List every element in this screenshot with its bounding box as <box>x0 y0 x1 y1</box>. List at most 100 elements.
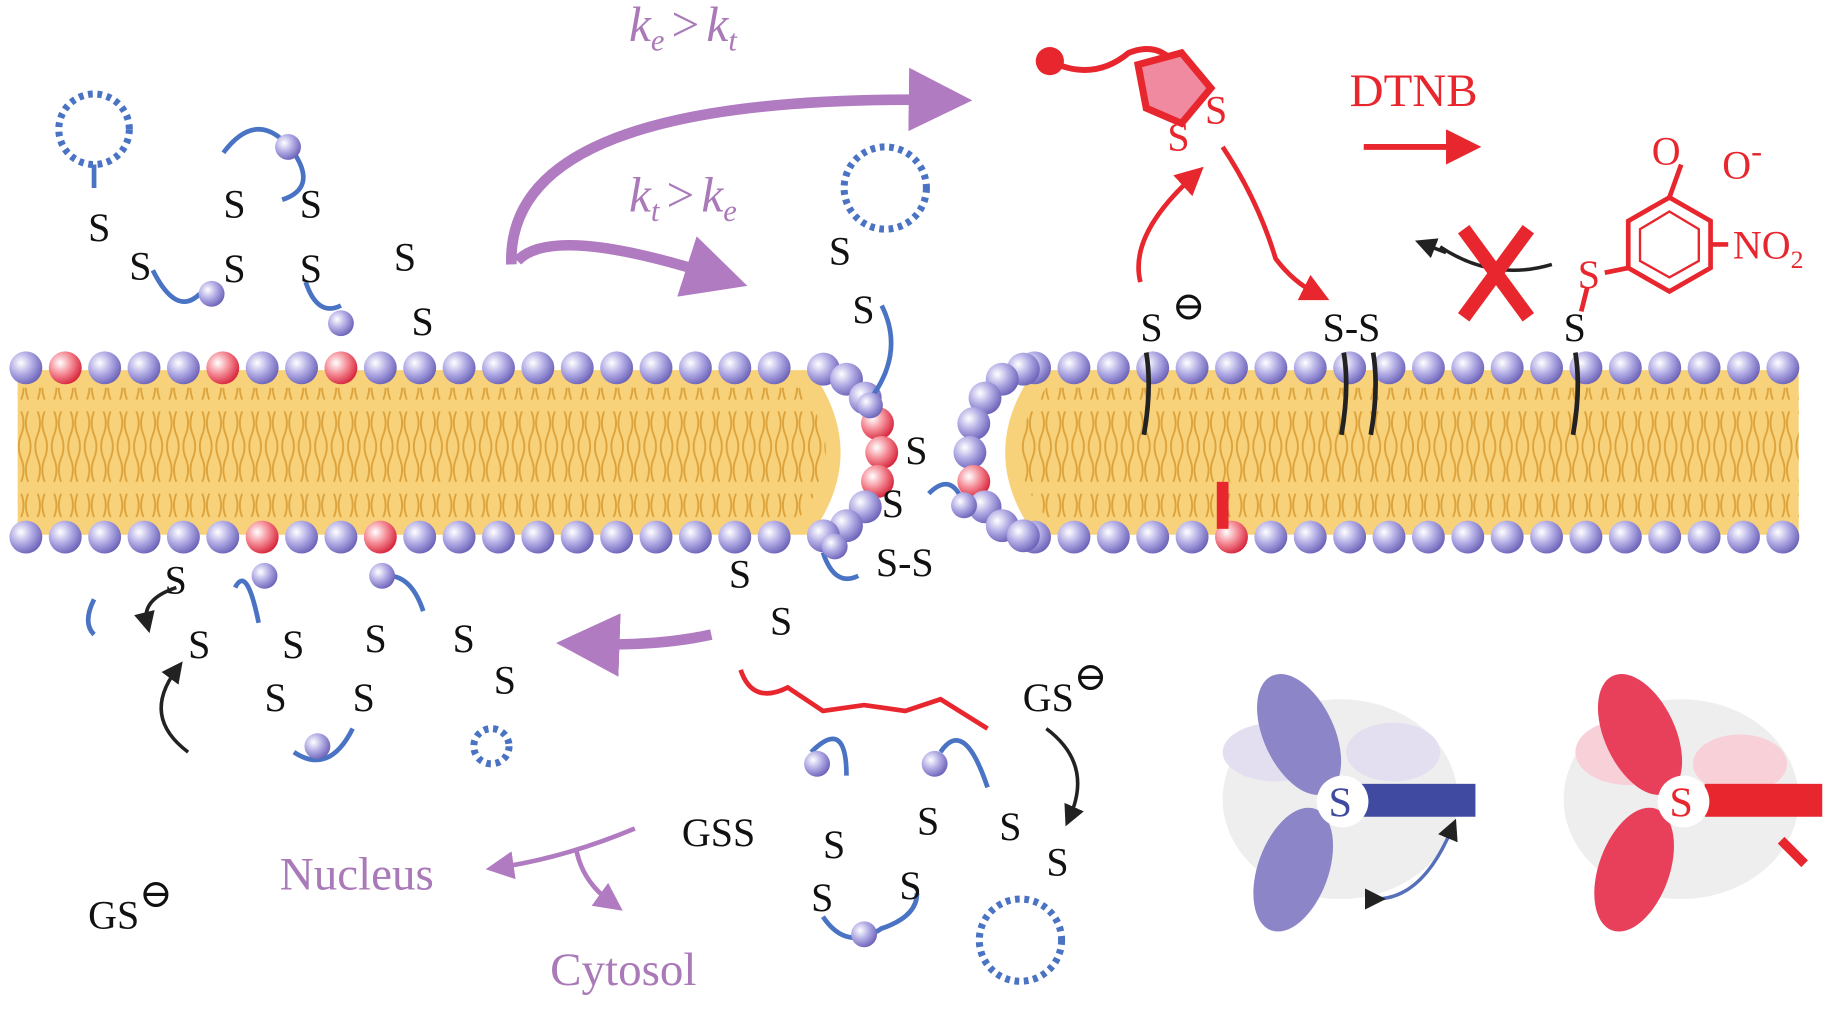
lipid-head <box>639 520 673 554</box>
svg-text:NO2: NO2 <box>1733 223 1804 274</box>
lipid-head <box>1372 520 1406 554</box>
lipid-head <box>1608 520 1642 554</box>
lipid-bilayer-right <box>1005 370 1799 535</box>
probe-anchor-ball <box>251 562 278 589</box>
orbital-red: S <box>1563 674 1823 932</box>
disulfide-labels: SS SS SS SS SS SS S-S SS SS SS SS SS SS … <box>88 181 1068 919</box>
svg-text:S-S: S-S <box>876 540 934 585</box>
probe-anchor-ball <box>804 750 831 777</box>
lipid-head <box>1333 351 1367 385</box>
svg-text:S: S <box>223 181 245 226</box>
lipid-head <box>1727 351 1760 385</box>
lipid-head <box>521 520 555 554</box>
thiol-lipid-head <box>48 351 82 385</box>
lipid-head <box>245 351 279 385</box>
arrow-kt-gt-ke <box>513 236 748 297</box>
lipid-head <box>1451 351 1485 385</box>
lipid-head <box>1490 520 1524 554</box>
gss-label: GSS <box>682 810 755 855</box>
lipid-head <box>285 520 319 554</box>
lipid-head <box>560 520 594 554</box>
lipid-head <box>1057 351 1091 385</box>
lipid-head <box>678 520 712 554</box>
probe-anchor-ball <box>857 392 883 419</box>
svg-text:S: S <box>1328 780 1352 827</box>
svg-text:S: S <box>453 616 475 661</box>
svg-text:O: O <box>1652 129 1681 174</box>
lipid-head <box>9 520 43 554</box>
lipid-head <box>1175 520 1209 554</box>
lipid-head <box>206 520 240 554</box>
svg-text:S: S <box>364 616 386 661</box>
svg-text:S: S <box>770 599 792 644</box>
disulfide-label: S-S <box>1323 305 1381 350</box>
lipid-head <box>1411 520 1445 554</box>
lipid-head <box>1530 351 1564 385</box>
probe-anchor-ball <box>328 310 354 337</box>
svg-text:S: S <box>282 622 304 667</box>
lipid-head <box>757 351 791 385</box>
svg-text:S: S <box>223 246 245 291</box>
thiol-lipid-head <box>957 464 991 498</box>
lipid-head <box>1608 351 1642 385</box>
probe-anchor-ball <box>821 533 848 560</box>
lipid-head <box>482 351 515 385</box>
red-polymer-chain <box>738 669 989 731</box>
svg-text:S: S <box>1046 840 1068 885</box>
lipid-head <box>1372 351 1406 385</box>
svg-text:S: S <box>999 804 1021 849</box>
probe-anchor-ball <box>851 921 878 948</box>
probe-anchor-ball <box>275 133 301 160</box>
probe-anchor-ball <box>951 492 977 519</box>
svg-text:S: S <box>188 622 210 667</box>
svg-text:S: S <box>1669 780 1693 827</box>
lipid-head <box>127 520 161 554</box>
lipid-head <box>442 520 476 554</box>
svg-text:S: S <box>852 287 874 332</box>
probe-anchor-ball <box>921 750 948 777</box>
lipid-head <box>953 435 987 469</box>
lipid-head <box>324 520 358 554</box>
lipid-head <box>88 351 122 385</box>
svg-text:S: S <box>353 675 375 720</box>
svg-text:S: S <box>729 552 751 597</box>
svg-text:S: S <box>88 205 110 250</box>
lipid-head <box>1136 351 1170 385</box>
lipid-head <box>1569 520 1603 554</box>
lipid-head <box>1254 351 1288 385</box>
lipid-head <box>600 520 634 554</box>
thiolate-label: S⊖ <box>1140 284 1205 350</box>
lipid-bilayer-left <box>17 370 841 535</box>
nucleus-label: Nucleus <box>280 849 434 901</box>
arrow-to-cytoplasm <box>556 613 713 677</box>
svg-text:S: S <box>300 246 322 291</box>
lipid-head <box>1451 520 1485 554</box>
lipid-head <box>1057 520 1091 554</box>
svg-text:S: S <box>823 822 845 867</box>
lipid-head <box>482 520 515 554</box>
lipid-head <box>1490 351 1524 385</box>
lipid-head <box>1727 520 1760 554</box>
svg-text:S: S <box>811 875 833 920</box>
arrow-nucleus <box>485 826 636 880</box>
s-label: S <box>1167 114 1189 159</box>
probe-anchors <box>198 133 977 948</box>
lipid-head <box>166 520 200 554</box>
arrow-ke-gt-kt <box>506 67 973 265</box>
lipid-head <box>639 351 673 385</box>
lipid-head <box>1293 520 1327 554</box>
thiol-lipid-head <box>865 435 899 469</box>
lipid-head <box>560 351 594 385</box>
glutathione-right-label: GS⊖ <box>1023 654 1108 720</box>
lipid-head <box>1648 351 1682 385</box>
lipid-head <box>285 351 319 385</box>
lipid-head <box>1766 520 1800 554</box>
lipid-head <box>9 351 43 385</box>
thiol-lipid-head <box>324 351 358 385</box>
svg-text:S: S <box>882 481 904 526</box>
lipid-head <box>1687 520 1721 554</box>
arrow-exchange <box>1220 145 1330 301</box>
lipid-head <box>1006 519 1040 553</box>
thiol-lipid-head <box>245 520 279 554</box>
